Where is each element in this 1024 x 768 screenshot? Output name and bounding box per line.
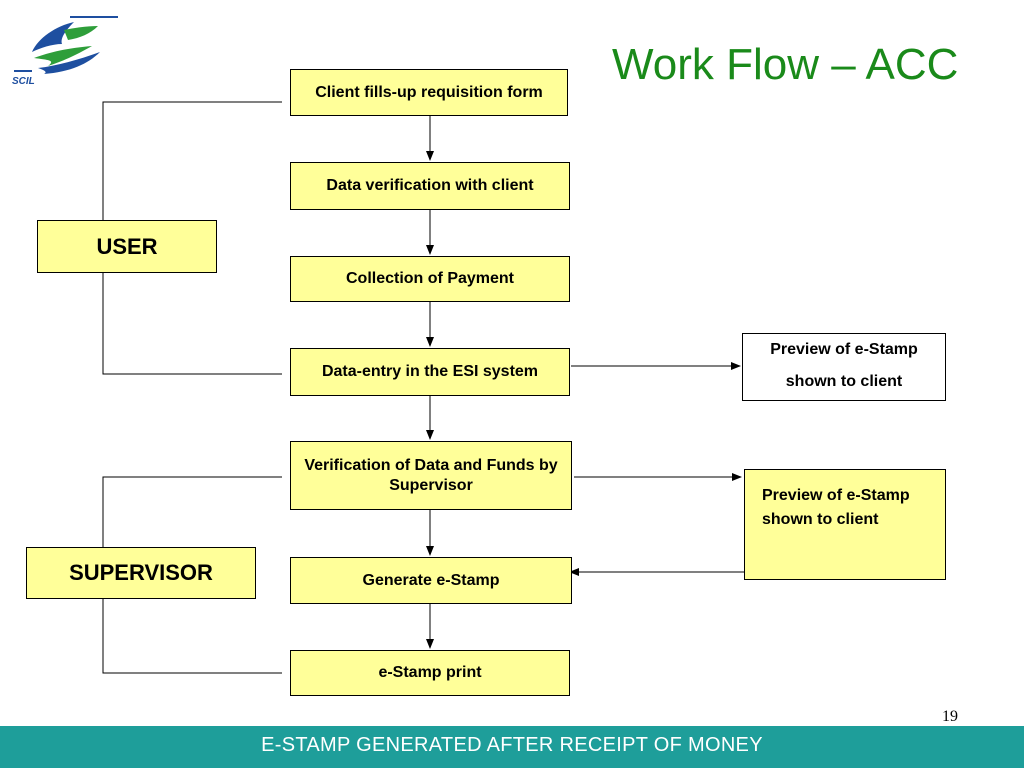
step-estamp-print: e-Stamp print [290,650,570,696]
page-number: 19 [942,708,958,725]
supervisor-role-box: SUPERVISOR [26,547,256,599]
preview-box-first: Preview of e-Stamp shown to client [742,333,946,401]
step-label: Verification of Data and Funds by Superv… [304,456,558,494]
footer-text: E-STAMP GENERATED AFTER RECEIPT OF MONEY [261,734,763,756]
preview-first-line2: shown to client [785,373,903,390]
step-supervisor-verification: Verification of Data and Funds by Superv… [290,441,572,510]
logo-text: SCIL [12,76,35,87]
step-collection-of-payment: Collection of Payment [290,256,570,302]
preview-second-label: Preview of e-Stamp shown to client [762,487,910,528]
step-label: Client fills-up requisition form [315,83,543,101]
step-label: Generate e-Stamp [362,571,500,589]
preview-first-line1: Preview of e-Stamp [770,341,918,358]
step-data-entry: Data-entry in the ESI system [290,348,570,396]
user-role-label: USER [96,233,158,259]
logo-swoosh-icon [32,22,100,74]
user-bracket [102,101,282,375]
supervisor-role-label: SUPERVISOR [69,560,213,585]
company-logo: SCIL [12,16,118,87]
step-generate-estamp: Generate e-Stamp [290,557,572,604]
supervisor-bracket [102,476,282,674]
step-requisition-form: Client fills-up requisition form [290,69,568,116]
user-role-box: USER [37,220,217,273]
step-data-verification: Data verification with client [290,162,570,210]
footer-bar [0,726,1024,768]
step-label: Collection of Payment [345,270,515,287]
slide-title: Work Flow – ACC [612,40,959,89]
step-label: Data-entry in the ESI system [321,363,539,380]
step-label: e-Stamp print [378,664,482,681]
step-label: Data verification with client [326,177,534,194]
preview-box-second: Preview of e-Stamp shown to client [744,469,946,580]
